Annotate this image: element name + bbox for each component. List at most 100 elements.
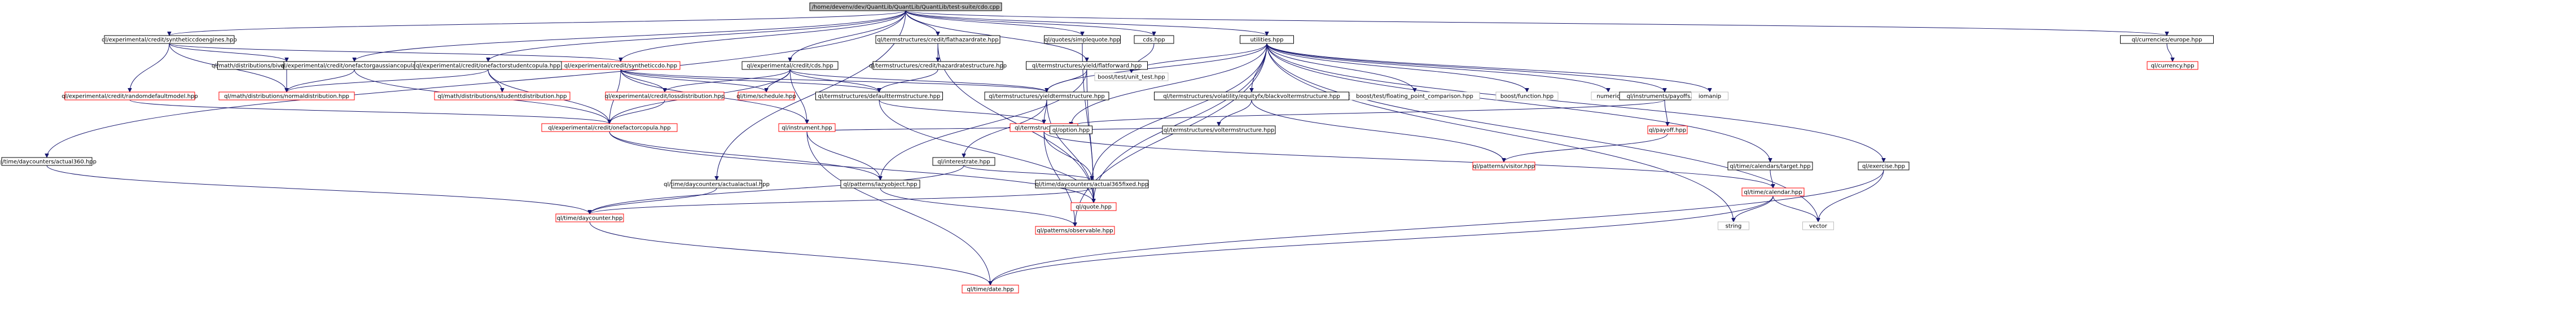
node-iomanip[interactable]: iomanip [1691, 91, 1728, 100]
node-label: boost/test/unit_test.hpp [1098, 75, 1165, 81]
node-cdshdr[interactable]: cds.hpp [1134, 35, 1174, 44]
node-box [741, 61, 839, 70]
edge-root-to-europe [905, 10, 2167, 36]
node-actualactual[interactable]: ql/time/daycounters/actualactual.hpp [664, 180, 770, 189]
node-target[interactable]: ql/time/calendars/target.hpp [1727, 161, 1813, 170]
node-observable[interactable]: ql/patterns/observable.hpp [1035, 226, 1115, 235]
node-label: ql/quote.hpp [1076, 204, 1112, 211]
edge-exercise-to-date [990, 169, 1884, 285]
node-label: utilities.hpp [1250, 37, 1284, 43]
node-date[interactable]: ql/time/date.hpp [962, 285, 1019, 294]
node-box [104, 35, 235, 44]
node-box [1050, 125, 1092, 134]
node-exercise[interactable]: ql/exercise.hpp [1858, 161, 1910, 170]
node-box [605, 91, 725, 100]
node-box [1349, 91, 1480, 100]
node-payoff[interactable]: ql/payoff.hpp [1647, 125, 1688, 134]
node-label: ql/payoff.hpp [1649, 128, 1686, 134]
node-box [738, 91, 795, 100]
node-lazyobject[interactable]: ql/patterns/lazyobject.hpp [840, 180, 920, 189]
node-label: ql/termstructures/defaulttermstructure.h… [818, 94, 941, 100]
node-label: iomanip [1699, 94, 1721, 100]
node-lossdist[interactable]: ql/experimental/credit/lossdistribution.… [605, 91, 725, 100]
edge-onefactstud-to-studdist [488, 69, 502, 93]
node-option[interactable]: ql/option.hpp [1050, 125, 1092, 134]
edge-synthcdo-to-lossdist [620, 69, 665, 93]
edge-root-to-cdshpp [790, 10, 906, 62]
edge-utilities-to-yieldts [1047, 43, 1267, 93]
node-randdefmodel[interactable]: ql/experimental/credit/randomdefaultmode… [62, 91, 198, 100]
edge-daycounter-to-date [589, 221, 990, 285]
node-box [1094, 72, 1169, 81]
node-box [1044, 35, 1121, 44]
edge-lossdist-to-onefactcopula [609, 99, 665, 124]
node-box [840, 180, 920, 189]
dependency-nodes: /home/devenv/dev/QuantLib/QuantLib/Quant… [0, 2, 2214, 294]
edge-cdshpp-to-schedule [766, 69, 791, 93]
node-flatforward[interactable]: ql/termstructures/yield/flatforward.hpp [1026, 61, 1148, 70]
node-box [1035, 226, 1115, 235]
node-label: ql/currency.hpp [2151, 63, 2195, 69]
node-fpcomp[interactable]: boost/test/floating_point_comparison.hpp [1349, 91, 1480, 100]
node-box [778, 123, 836, 132]
edge-termstructure-to-observable [1043, 131, 1075, 226]
edge-onefactcopula-to-quote [609, 131, 1094, 203]
node-onefactgauss[interactable]: ql/experimental/credit/onefactorgaussian… [280, 61, 428, 70]
node-studdist[interactable]: ql/math/distributions/studenttdistributi… [434, 91, 571, 100]
node-normdist[interactable]: ql/math/distributions/normaldistribution… [218, 91, 355, 100]
node-flathazard[interactable]: ql/termstructures/credit/flathazardrate.… [875, 35, 1000, 44]
node-interestrate[interactable]: ql/interestrate.hpp [932, 157, 995, 166]
edge-termstructure-to-calendar [1043, 131, 1773, 189]
node-vector[interactable]: vector [1802, 221, 1834, 230]
node-label: ql/time/date.hpp [967, 287, 1013, 293]
node-label: ql/time/daycounters/actualactual.hpp [664, 182, 770, 188]
node-synthcdo[interactable]: ql/experimental/credit/syntheticcdo.hpp [561, 61, 681, 70]
node-cdshpp[interactable]: ql/experimental/credit/cds.hpp [741, 61, 839, 70]
edge-blackvol-to-visitor [1251, 99, 1504, 162]
node-unittest[interactable]: boost/test/unit_test.hpp [1094, 72, 1169, 81]
node-root[interactable]: /home/devenv/dev/QuantLib/QuantLib/Quant… [809, 2, 1002, 11]
node-simplequote[interactable]: ql/quotes/simplequote.hpp [1044, 35, 1121, 44]
node-actual360[interactable]: ql/time/daycounters/actual360.hpp [0, 157, 96, 166]
edge-instrument-to-lazyobject [806, 131, 880, 180]
node-boostfunc[interactable]: boost/function.hpp [1495, 91, 1559, 100]
node-label: boost/function.hpp [1500, 94, 1554, 100]
node-onefactcopula[interactable]: ql/experimental/credit/onefactorcopula.h… [541, 123, 678, 132]
node-box [1858, 161, 1910, 170]
edge-utilities-to-numeric [1266, 43, 1608, 93]
node-actual360fixed[interactable]: ql/time/daycounters/actual365fixed.hpp [1035, 180, 1149, 189]
node-label: ql/time/schedule.hpp [736, 94, 796, 100]
node-label: ql/patterns/visitor.hpp [1473, 164, 1535, 170]
edge-actual360-to-daycounter [46, 165, 590, 215]
node-quote[interactable]: ql/quote.hpp [1070, 202, 1117, 211]
node-calendar[interactable]: ql/time/calendar.hpp [1741, 187, 1805, 196]
node-onefactstud[interactable]: ql/experimental/credit/onefactorstudentc… [414, 61, 562, 70]
node-box [1472, 161, 1535, 170]
node-label: ql/time/calendars/target.hpp [1730, 164, 1810, 170]
node-label: ql/option.hpp [1052, 128, 1090, 134]
node-label: ql/quotes/simplequote.hpp [1045, 37, 1120, 43]
node-visitor[interactable]: ql/patterns/visitor.hpp [1472, 161, 1535, 170]
edge-cdshpp-to-lossdist [665, 69, 791, 93]
node-instrument[interactable]: ql/instrument.hpp [778, 123, 836, 132]
edge-utilities-to-target [1266, 43, 1770, 162]
node-utilities[interactable]: utilities.hpp [1240, 35, 1294, 44]
node-string[interactable]: string [1718, 221, 1749, 230]
node-yieldts[interactable]: ql/termstructures/yieldtermstructure.hpp [984, 91, 1109, 100]
node-label: ql/instruments/payoffs.hpp [1627, 94, 1703, 100]
node-box [1070, 202, 1117, 211]
node-box [1647, 125, 1688, 134]
node-box [872, 61, 1003, 70]
node-schedule[interactable]: ql/time/schedule.hpp [736, 91, 796, 100]
node-box [218, 91, 355, 100]
node-europe[interactable]: ql/currencies/europe.hpp [2120, 35, 2214, 44]
node-synthcdoengines[interactable]: ql/experimental/credit/syntheticcdoengin… [102, 35, 237, 44]
node-daycounter[interactable]: ql/time/daycounter.hpp [555, 213, 624, 222]
node-hazardstruct[interactable]: ql/termstructures/credit/hazardratestruc… [869, 61, 1007, 70]
node-label: ql/termstructures/credit/flathazardrate.… [877, 37, 998, 43]
node-volts[interactable]: ql/termstructures/voltermstructure.hpp [1162, 125, 1276, 134]
node-blackvol[interactable]: ql/termstructures/volatility/equityfx/bl… [1154, 91, 1349, 100]
node-label: string [1726, 224, 1742, 230]
node-currency[interactable]: ql/currency.hpp [2147, 61, 2198, 70]
node-defaultts[interactable]: ql/termstructures/defaulttermstructure.h… [815, 91, 943, 100]
